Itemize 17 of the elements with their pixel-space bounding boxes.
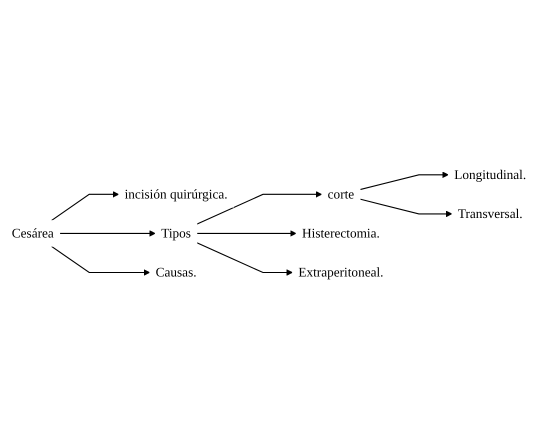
node-text: corte (328, 186, 354, 202)
node-text: incisión quirúrgica. (124, 186, 228, 202)
arrow (196, 242, 293, 276)
arrow (196, 230, 296, 237)
node-text: Cesárea (12, 226, 54, 240)
arrow (60, 230, 156, 237)
arrow (196, 190, 322, 224)
arrow (360, 198, 452, 217)
arrow (51, 246, 150, 276)
node-text: Causas. (156, 264, 197, 280)
node-text: Transversal. (458, 206, 523, 221)
node-text: Histerectomia. (302, 226, 380, 240)
arrow (360, 171, 449, 190)
node-text: Tipos (161, 226, 191, 240)
node-text: Extraperitoneal. (298, 264, 384, 280)
node-text: Longitudinal. (454, 166, 526, 182)
arrow (51, 190, 119, 221)
